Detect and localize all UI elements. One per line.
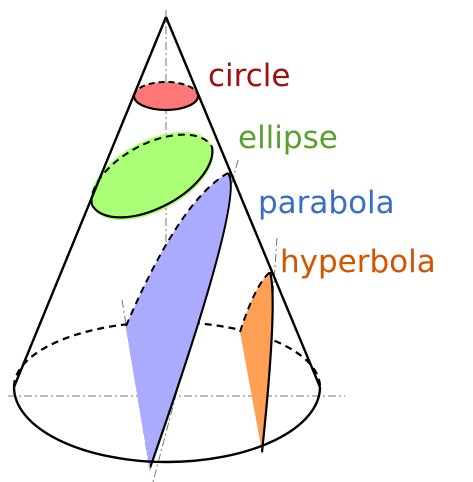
ellipse-label: ellipse (238, 120, 338, 156)
parabola-chord (125, 325, 151, 469)
hyperbola-section (240, 272, 273, 452)
ellipse-front-edge (91, 146, 214, 219)
cone-right-side (164, 16, 322, 388)
cone-base-front (12, 386, 322, 464)
circle-label: circle (208, 58, 290, 94)
cone-left-side (12, 16, 168, 388)
ellipse-section (90, 131, 214, 221)
hyperbola-label: hyperbola (280, 244, 436, 280)
parabola-curve (148, 172, 232, 469)
circle-front-edge (132, 95, 200, 112)
parabola-dashed-edge (125, 172, 229, 327)
parabola-label: parabola (258, 185, 395, 221)
hyperbola-curve (260, 271, 274, 453)
circle-section (134, 82, 198, 110)
cone-sides (12, 16, 322, 388)
parabola-section (126, 173, 231, 468)
hyperbola-dashed-edge (239, 271, 271, 333)
